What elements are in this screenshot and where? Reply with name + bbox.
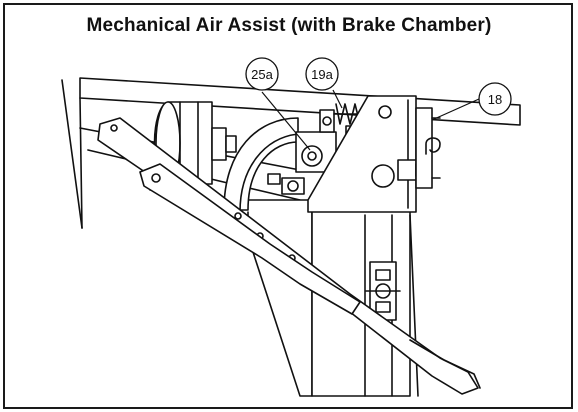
callout-25a: 25a — [245, 57, 279, 91]
figure-title: Mechanical Air Assist (with Brake Chambe… — [86, 15, 492, 36]
valve-block — [267, 131, 337, 195]
callout-18: 18 — [478, 82, 512, 116]
callout-25a-label: 25a — [251, 67, 273, 82]
callout-19a: 19a — [305, 57, 339, 91]
link-rod — [139, 163, 361, 315]
callout-18-label: 18 — [488, 92, 502, 107]
callout-19a-label: 19a — [311, 67, 333, 82]
